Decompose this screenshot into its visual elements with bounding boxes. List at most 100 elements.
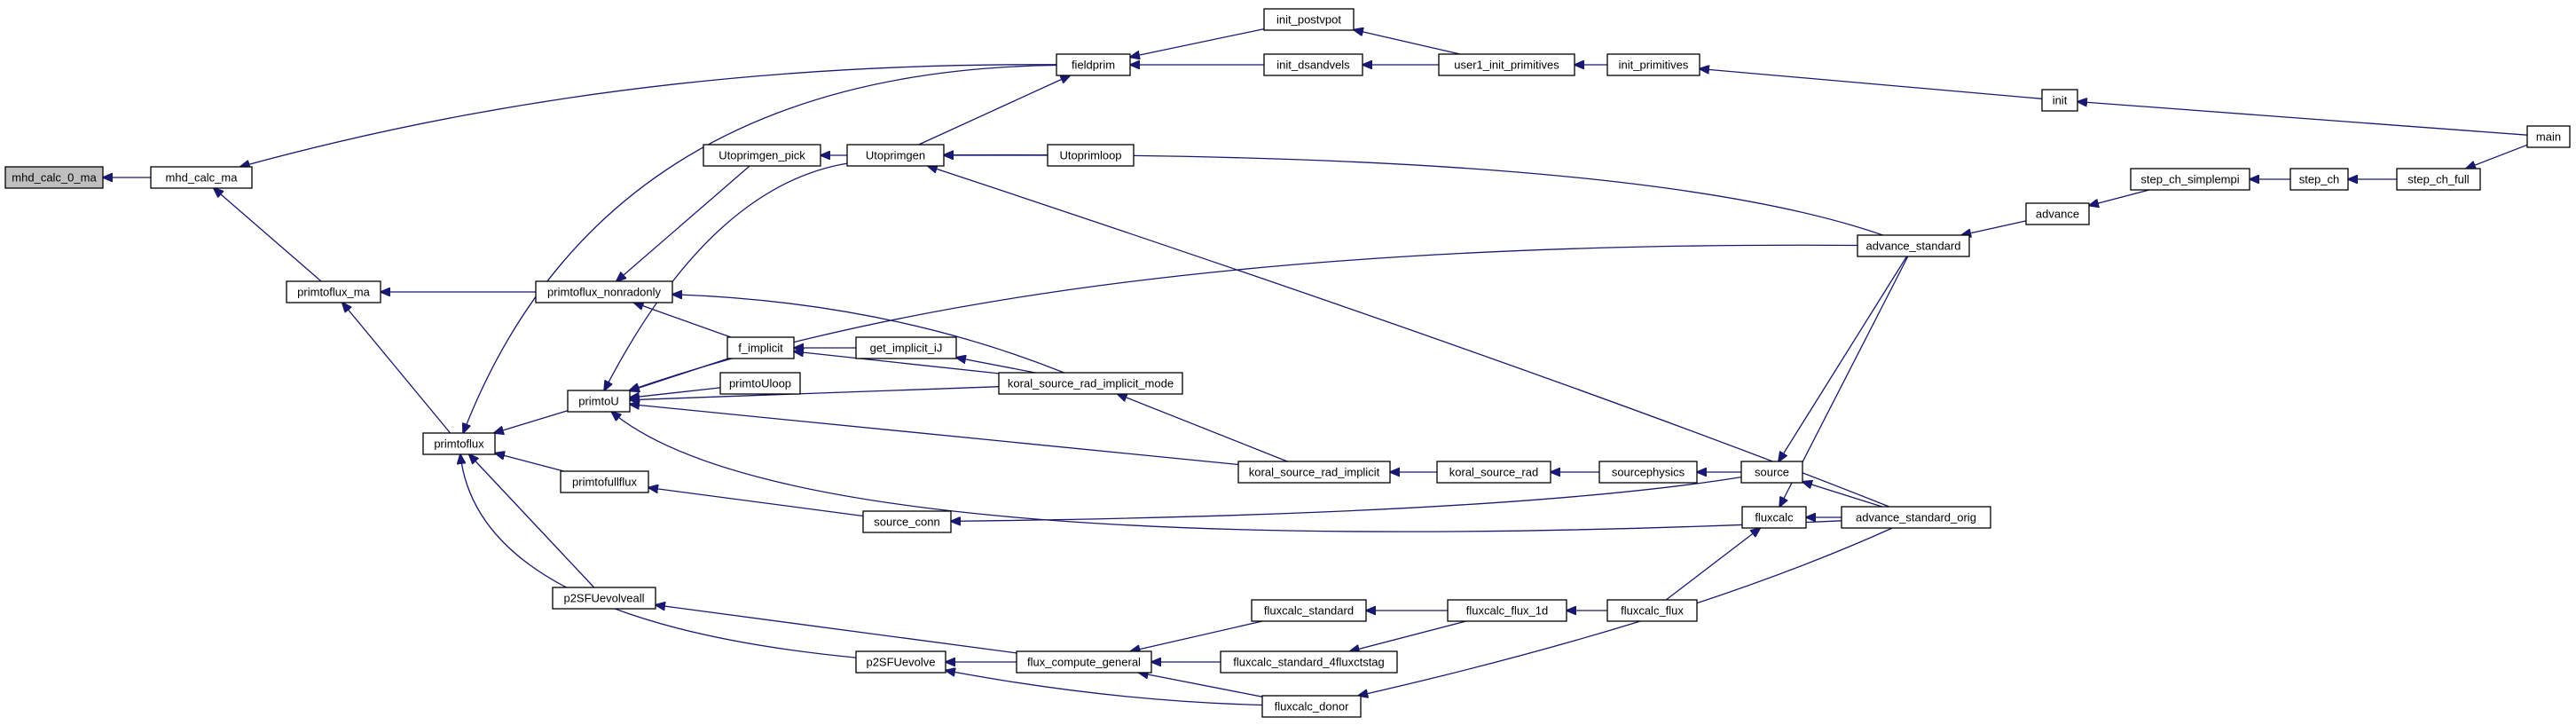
edge-koral_source_rad_implicit-to-koral_source_rad_implicit_mode [1118, 394, 1288, 462]
node-step_ch_simplempi[interactable]: step_ch_simplempi [2130, 168, 2250, 191]
node-box [726, 336, 795, 359]
node-box [552, 587, 656, 610]
node-label: user1_init_primitives [1454, 59, 1559, 72]
node-primtoU[interactable]: primtoU [567, 390, 631, 413]
node-box [1261, 695, 1362, 718]
node-koral_source_rad[interactable]: koral_source_rad [1436, 461, 1551, 484]
edge-fluxcalc_donor-to-flux_compute_general [1139, 673, 1263, 697]
node-koral_source_rad_implicit[interactable]: koral_source_rad_implicit [1237, 461, 1391, 484]
node-box [2130, 168, 2250, 191]
node-label: primtoUloop [729, 377, 791, 390]
edge-f_implicit-to-primtoU [630, 358, 729, 391]
node-box [1447, 599, 1567, 622]
node-init[interactable]: init [2041, 89, 2078, 112]
node-label: step_ch [2299, 173, 2340, 186]
node-box [1251, 599, 1367, 622]
node-label: init [2053, 94, 2068, 107]
node-fluxcalc_flux[interactable]: fluxcalc_flux [1606, 599, 1698, 622]
node-label: f_implicit [738, 342, 783, 355]
edge-primtoflux_ma-to-mhd_calc_ma [214, 188, 322, 282]
edge-koral_source_rad_implicit_mode-to-f_implicit [794, 351, 1000, 374]
node-advance[interactable]: advance [2025, 202, 2090, 225]
edge-p2SFUevolveall-to-primtoflux [469, 454, 595, 588]
edge-f_implicit-to-primtoflux_nonradonly [634, 303, 732, 338]
node-primtoflux_ma[interactable]: primtoflux_ma [286, 280, 381, 303]
node-Utoprimgen[interactable]: Utoprimgen [846, 144, 945, 167]
node-init_primitives[interactable]: init_primitives [1606, 53, 1700, 76]
node-box [1237, 461, 1391, 484]
node-koral_source_rad_implicit_mode[interactable]: koral_source_rad_implicit_mode [998, 372, 1183, 395]
node-label: sourcephysics [1612, 466, 1685, 479]
edge-init_postvpot-to-fieldprim [1130, 28, 1265, 58]
edge-advance-to-advance_standard [1961, 220, 2027, 235]
edge-step_ch_simplempi-to-advance [2089, 189, 2150, 206]
edge-fieldprim-to-primtoflux [463, 64, 1057, 434]
node-box [4, 166, 104, 189]
edge-p2SFUevolve-to-primtoflux [460, 454, 857, 658]
node-fieldprim[interactable]: fieldprim [1056, 53, 1131, 76]
node-source_conn[interactable]: source_conn [862, 510, 952, 533]
node-label: fluxcalc_standard_4fluxctstag [1233, 656, 1385, 669]
edge-fluxcalc_donor-to-p2SFUevolve [946, 671, 1263, 706]
node-label: advance_standard [1866, 240, 1961, 253]
node-primtoflux[interactable]: primtoflux [422, 432, 496, 455]
node-label: p2SFUevolveall [563, 592, 644, 605]
node-label: init_postvpot [1276, 13, 1341, 27]
node-f_implicit[interactable]: f_implicit [726, 336, 795, 359]
node-Utoprimloop[interactable]: Utoprimloop [1047, 144, 1135, 167]
node-p2SFUevolve[interactable]: p2SFUevolve [855, 650, 946, 674]
node-primtofullflux[interactable]: primtofullflux [560, 470, 649, 493]
node-mhd_calc_0_ma[interactable]: mhd_calc_0_ma [4, 166, 104, 189]
node-flux_compute_general[interactable]: flux_compute_general [1016, 650, 1152, 674]
node-step_ch_full[interactable]: step_ch_full [2396, 168, 2481, 191]
edge-koral_source_rad_implicit_mode-to-get_implicit_iJ [956, 358, 1036, 374]
node-box [1857, 234, 1970, 257]
node-label: mhd_calc_0_ma [12, 171, 97, 185]
node-label: advance [2036, 208, 2079, 221]
node-init_dsandvels[interactable]: init_dsandvels [1263, 53, 1363, 76]
node-mhd_calc_ma[interactable]: mhd_calc_ma [150, 166, 253, 189]
node-init_postvpot[interactable]: init_postvpot [1263, 8, 1355, 31]
node-label: get_implicit_iJ [870, 342, 943, 355]
node-box [703, 144, 821, 167]
node-box [1606, 53, 1700, 76]
node-step_ch[interactable]: step_ch [2289, 168, 2349, 191]
node-box [535, 280, 673, 303]
node-fluxcalc_standard_4fluxctstag[interactable]: fluxcalc_standard_4fluxctstag [1220, 650, 1398, 674]
node-fluxcalc_donor[interactable]: fluxcalc_donor [1261, 695, 1362, 718]
node-fluxcalc_standard[interactable]: fluxcalc_standard [1251, 599, 1367, 622]
node-box [2025, 202, 2090, 225]
node-box [286, 280, 381, 303]
node-sourcephysics[interactable]: sourcephysics [1598, 461, 1698, 484]
node-box [855, 336, 957, 359]
node-box [1263, 53, 1363, 76]
node-label: koral_source_rad_implicit_mode [1008, 377, 1174, 390]
node-source[interactable]: source [1740, 461, 1803, 484]
node-label: advance_standard_orig [1856, 511, 1976, 524]
edge-primtoU-to-primtoflux [494, 410, 569, 433]
node-get_implicit_iJ[interactable]: get_implicit_iJ [855, 336, 957, 359]
node-label: source [1755, 466, 1789, 479]
node-p2SFUevolveall[interactable]: p2SFUevolveall [552, 587, 656, 610]
node-box [719, 372, 801, 395]
node-box [150, 166, 253, 189]
node-fluxcalc[interactable]: fluxcalc [1741, 506, 1807, 529]
node-advance_standard[interactable]: advance_standard [1857, 234, 1970, 257]
node-label: primtoflux [434, 437, 484, 451]
node-primtoflux_nonradonly[interactable]: primtoflux_nonradonly [535, 280, 673, 303]
node-Utoprimgen_pick[interactable]: Utoprimgen_pick [703, 144, 821, 167]
node-advance_standard_orig[interactable]: advance_standard_orig [1841, 506, 1991, 529]
edge-source-to-source_conn [951, 476, 1742, 522]
node-main[interactable]: main [2526, 125, 2571, 148]
node-label: Utoprimloop [1059, 149, 1121, 162]
node-label: primtoU [578, 395, 619, 408]
node-box [1438, 53, 1575, 76]
node-box [1436, 461, 1551, 484]
node-fluxcalc_flux_1d[interactable]: fluxcalc_flux_1d [1447, 599, 1567, 622]
node-user1_init_primitives[interactable]: user1_init_primitives [1438, 53, 1575, 76]
edge-primtofullflux-to-primtoflux [495, 453, 564, 472]
edge-primtoflux-to-primtoflux_ma [342, 303, 452, 434]
node-primtoUloop[interactable]: primtoUloop [719, 372, 801, 395]
edge-koral_source_rad_implicit_mode-to-primtoU [630, 386, 1000, 400]
